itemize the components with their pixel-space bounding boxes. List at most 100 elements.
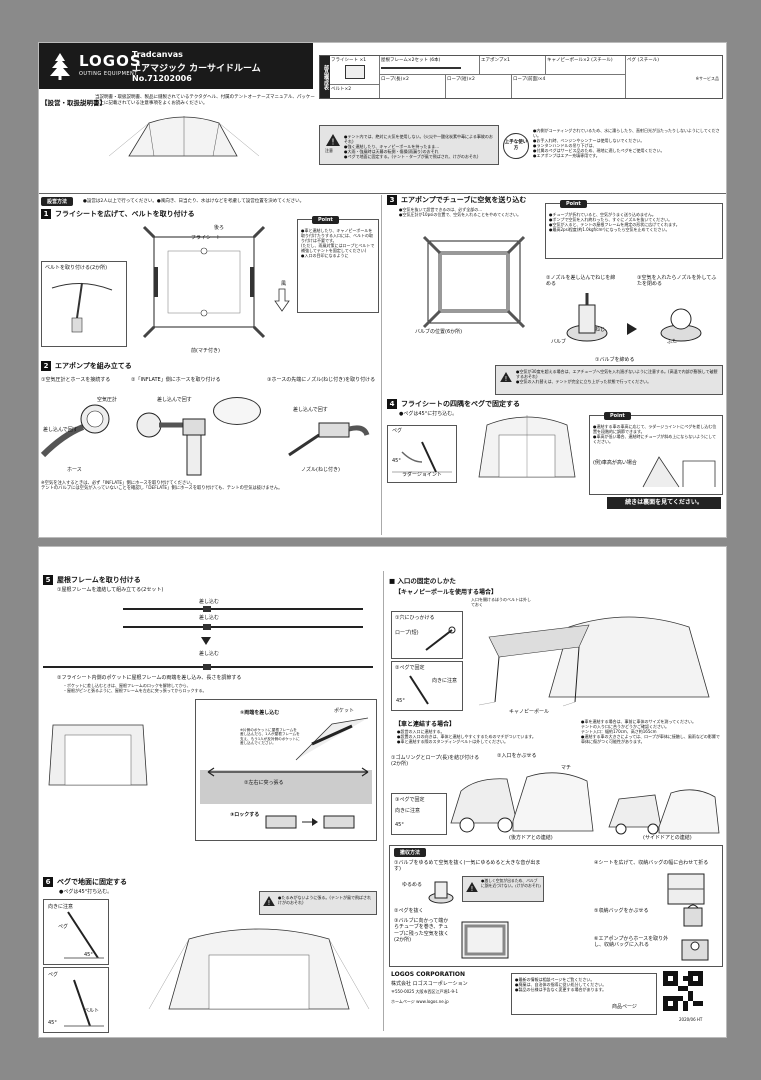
warning-triangle-icon: ! (263, 896, 275, 907)
product-number: No.71202006 (132, 74, 192, 83)
entrance-heading: ■ 入口の固定のしかた (389, 577, 456, 585)
storage-step-3: ③バルブに向かって端からチューブを巻き、チューブに残った空気を抜く(2か所) (394, 918, 449, 943)
step1-point-box: Point ●車と連結したり、キャノピーポールを取り付けたりする入口には、ベルト… (297, 216, 379, 313)
footer-notes-box: ●最新の情報は相談ページをご覧ください。 ●廃棄は、自治体の指導に従い処分してく… (511, 973, 657, 1015)
part-peg: ペグ (スチール) ※サービス品 (627, 58, 719, 81)
label-insert-turn-2: 差し込んで回す (157, 397, 192, 403)
peg-angle-illustration (392, 441, 452, 473)
brand-logo: LOGOS (79, 52, 142, 70)
manual-note: 当説明書・取扱説明書、製品に縫製されているテクタグヘル、付属のテントオーナーズマ… (95, 95, 315, 106)
storage-heading: 撤収方法 (394, 848, 427, 857)
step2-sub-2: ②「INFLATE」側にホースを取り付ける (131, 377, 221, 383)
parts-table: 部品構成表 フライシート ×1 屋根フレーム×2セット (6本) エアポンプ×1… (319, 55, 723, 99)
part-belt: ベルト×2 (330, 84, 380, 98)
valve-cap-illustration (660, 308, 702, 342)
label-close-valve: ①バルブを締める (595, 357, 635, 363)
tent-illustration (108, 116, 260, 157)
step5-sub-2-note: ・ポケットに差し込むときは、屋根フレームのロックを解除してから、 ・屋根がピンと… (63, 683, 207, 693)
label-cap: ふた (667, 339, 678, 345)
label-belt-remove: 入口を開けるほうのベルトは外しておく (471, 597, 531, 607)
step2-sub-1: ①空気圧計とホースを接続する (41, 377, 111, 383)
label-valve: バルブ (551, 339, 567, 345)
label-rear-connection: (後方ドアとの連結) (509, 835, 553, 841)
part-rope-front: ロープ(前面)×4 (512, 74, 626, 98)
step3-notes: ●空気を抜いて設営できるのは、必ず全部の... ●空気圧計が10psiの位置で、… (399, 207, 522, 217)
label-wind: 風 (281, 281, 287, 287)
roll-tube-illustration (461, 921, 509, 959)
column-divider (381, 195, 382, 535)
storage-step-4: ④シートを広げて、収納バッグの幅に合わせて折る (594, 860, 709, 866)
storage-box: 撤収方法 ①バルブをゆるめて空気を抜く(一気にゆるめると大きな音が出ます) ゆる… (389, 845, 723, 967)
company-jp: 株式会社 ロゴスコーポレーション (391, 981, 468, 987)
car-side-connection-illustration (608, 789, 720, 835)
company-site[interactable]: ホームページ www.logos.ne.jp (391, 999, 449, 1004)
label-insert-2: 差し込む (199, 615, 220, 621)
peg-direction-box-2: ペグ 45° ベルト (43, 967, 109, 1033)
divider (39, 193, 726, 194)
roof-tension-panel (200, 770, 372, 804)
peg-angle-icon (64, 911, 104, 959)
label-gum-ring: ①ゴムリングとロープ(長)を結び付ける(2か所) (391, 755, 480, 768)
peg-angle-icon (409, 675, 429, 705)
valve-release-illustration (428, 881, 454, 904)
step5-sub-2: ②フライシート内側のポケットに屋根フレームの両端を差し込み、長さを調節する (57, 675, 242, 681)
product-name: エアマジック カーサイドルーム (132, 64, 261, 74)
qr-label: 商品ページ (612, 1004, 637, 1010)
flysheet-layout-diagram (142, 225, 266, 339)
car-note-right: ●車を連結する場合は、事前に車体のサイズを測ってください。 テントの入り口に合う… (581, 719, 720, 744)
svg-text:!: ! (268, 899, 271, 907)
label-valve-position: バルブの位置(6か所) (415, 329, 463, 335)
svg-text:!: ! (331, 138, 334, 147)
warning-label: 注意 (325, 148, 333, 153)
canopy-peg-box: ②ペグで固定 向きに注意 45° (391, 661, 463, 711)
belt-detail-box: ベルトを取り付ける(2か所) (41, 261, 127, 347)
tips-list: ●内側がコーティングされているため、水に濡らしたり、直射日光が当たったりしないよ… (533, 128, 720, 158)
tent-pegged-full-illustration (148, 928, 370, 1010)
step2-note: ※空気を注入するときは、必ず「INFLATE」側にホースを取り付けてください。 … (41, 481, 283, 492)
step5-sub-1: ①屋根フレームを連結して組み立てる(2セット) (57, 587, 164, 593)
warning-triangle-icon: ! (326, 134, 340, 147)
pocket-insert-illustration (295, 717, 369, 761)
label-insert-3: 差し込む (199, 651, 220, 657)
label-flysheet: フライシート (191, 235, 222, 241)
arrow-right-icon (627, 323, 637, 335)
parts-table-title: 部品構成表 (320, 56, 330, 98)
car-peg-box: ③ペグで固定 向きに注意 45° (391, 793, 447, 835)
part-rope-long: ロープ(長)×2 (380, 74, 446, 98)
car-height-illustration (642, 456, 716, 488)
manual-title: 【設営・取扱説明書】 (41, 99, 106, 107)
valve-position-diagram (422, 235, 526, 329)
peg-direction-box-1: 向きに注意 ペグ 45° (43, 899, 109, 965)
svg-text:!: ! (505, 375, 508, 383)
step6-warning-box: ! ●たるみがないように張る。(テントが風で飛ばされけがのおそれ) (259, 891, 377, 915)
storage-step-1: ①バルブをゆるめて空気を抜く(一気にゆるめると大きな音が出ます) (394, 860, 541, 873)
warning-triangle-icon: ! (466, 882, 478, 893)
pump-inflate-illustration (136, 412, 206, 476)
bag-illustration (683, 904, 703, 927)
fold-sheet-illustration (667, 873, 705, 905)
tips-badge: 上手な使い方 (503, 133, 529, 159)
car-heading: 【車と連結する場合】 (395, 721, 456, 728)
brand-subtitle: OUTING EQUIPMENT (79, 71, 138, 77)
label-insert-turn-1: 差し込んで回す (43, 427, 78, 433)
doc-code: 2020/06 HT (679, 1017, 703, 1022)
company-address: 〒550-0025 大阪市西区江戸堀1-9-1 (391, 989, 459, 994)
roof-frame-assembly-diagram (43, 606, 373, 670)
inflate-detail-bubble (213, 397, 261, 425)
storage-step-5: ⑤収納バッグをかぶせる (594, 908, 649, 914)
instruction-sheet-front: LOGOS OUTING EQUIPMENT Tradcanvas エアマジック… (38, 42, 727, 538)
label-screw: ねじ (595, 327, 606, 333)
part-roof-frame: 屋根フレーム×2セット (6本) (380, 56, 480, 74)
nozzle-illustration (288, 422, 370, 457)
qr-code-icon[interactable] (663, 971, 703, 1011)
belt-detail-illustration (51, 282, 113, 333)
step3-point-box: Point ●チューブが折れていると、空気がうまく送り込めません。 ●ポンプで空… (545, 200, 723, 259)
part-air-pump: エアポンプ×1 (480, 56, 546, 74)
storage-step-2: ②ペグを抜く (394, 908, 424, 914)
storage-step-6: ⑥エアポンプからホースを取り外し、収納バッグに入れる (594, 936, 669, 949)
company-name: LOGOS CORPORATION (391, 971, 466, 978)
part-flysheet: フライシート ×1 (330, 56, 380, 84)
hook-illustration (425, 626, 456, 651)
